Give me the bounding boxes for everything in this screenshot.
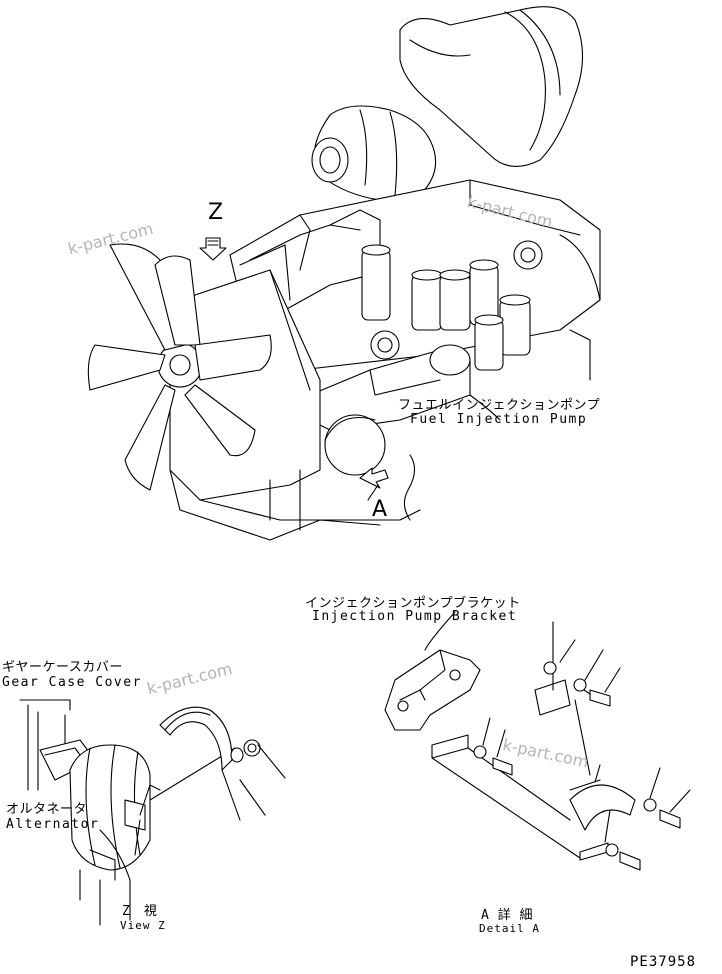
detail-a-caption-en: Detail A: [479, 922, 540, 935]
gear-case-label-jp: ギヤーケースカバー: [2, 660, 123, 675]
bracket-label-jp: インジェクションポンプブラケット: [305, 596, 521, 611]
a-detail-marker: A: [372, 497, 388, 522]
fuel-pump-label-en: Fuel Injection Pump: [410, 412, 588, 427]
view-z-caption-en: View Z: [120, 919, 166, 932]
engine-assembly: [87, 6, 601, 541]
fuel-pump-label-jp: フュエルインジェクションポンプ: [398, 398, 601, 413]
z-view-marker: Z: [208, 200, 224, 225]
detail-a-caption-jp: A 詳 細: [481, 908, 533, 923]
alternator-label-en: Alternator: [6, 817, 100, 832]
alternator-label-jp: オルタネータ: [6, 802, 88, 817]
detail-a-diagram: [384, 611, 691, 871]
reference-code: PE37958: [630, 954, 697, 970]
view-z-caption-jp: Z 視: [122, 904, 158, 919]
bracket-label-en: Injection Pump Bracket: [312, 609, 518, 624]
fan: [87, 243, 272, 491]
view-z-diagram: [19, 699, 286, 926]
gear-case-label-en: Gear Case Cover: [2, 675, 142, 690]
